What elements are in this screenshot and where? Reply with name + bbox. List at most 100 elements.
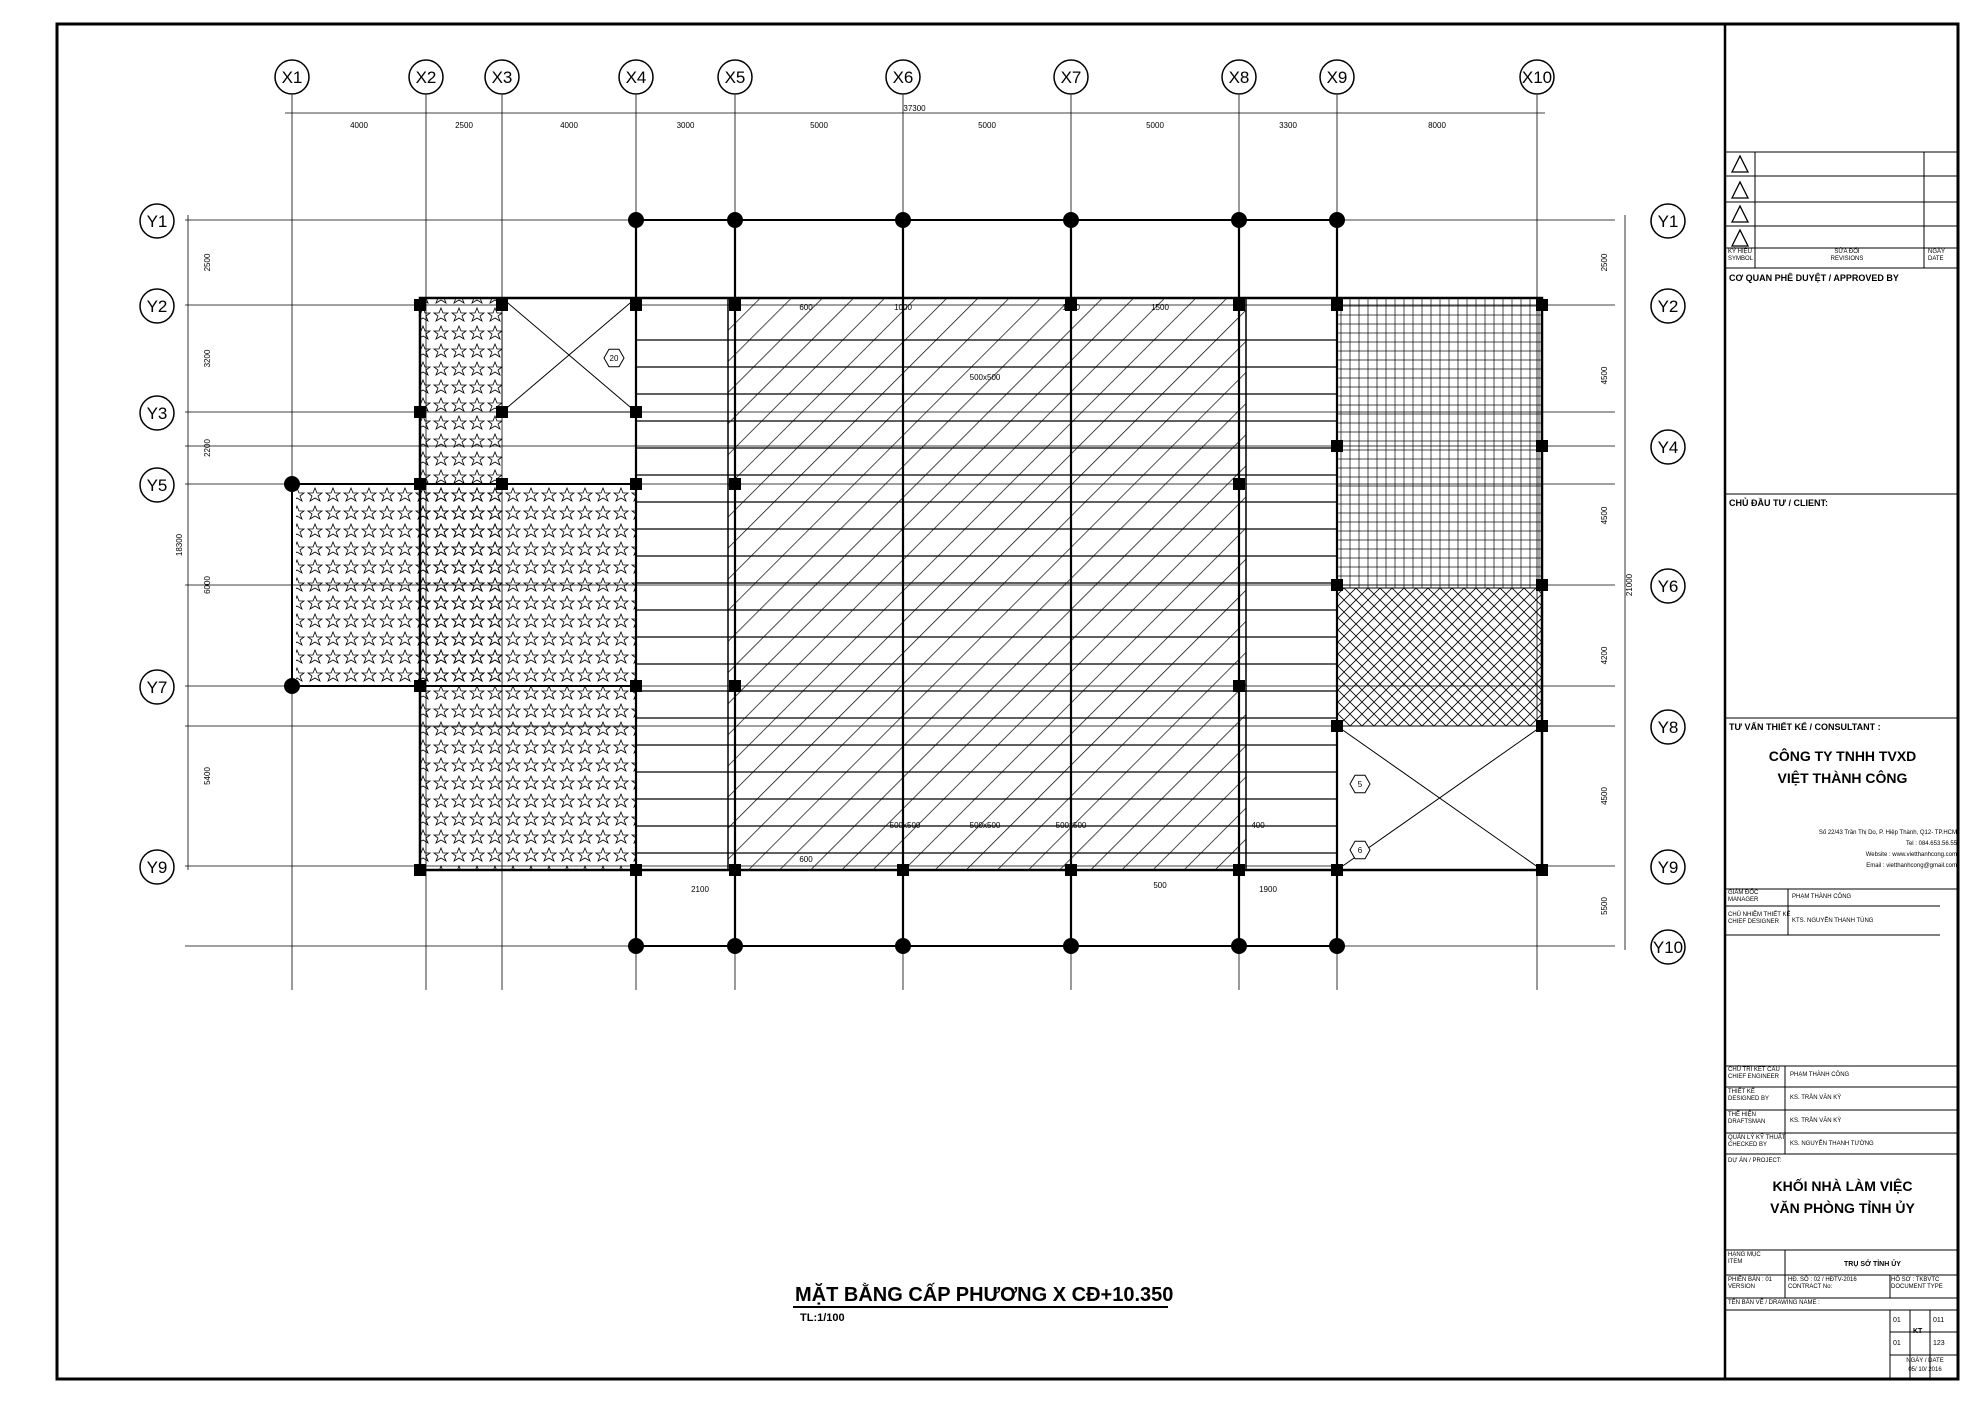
- column-round: [628, 212, 644, 228]
- grid-bubble: [1650, 709, 1686, 745]
- dim-annotation: 1500: [1151, 303, 1169, 312]
- rev-revisions-label: SỬA ĐỔI REVISIONS: [1830, 249, 1864, 262]
- dim-total-left: 18300: [175, 533, 184, 556]
- hex-tag: [603, 348, 625, 368]
- manager-name: PHẠM THÀNH CÔNG: [1792, 894, 1852, 900]
- grid-bubble: [717, 59, 753, 95]
- grid-bubble: [1650, 849, 1686, 885]
- grid-bubble-label: X1: [282, 68, 303, 87]
- grid-bubble: [139, 669, 175, 705]
- column-round: [284, 678, 300, 694]
- sheet-border: [55, 22, 1960, 1381]
- grid-bubble: [408, 59, 444, 95]
- grid-bubble-label: Y10: [1653, 938, 1683, 957]
- column-square: [729, 864, 741, 876]
- dim-text: 2500: [203, 253, 212, 271]
- dim-annotation: 400: [1251, 821, 1265, 830]
- grid-bubble-label: X8: [1229, 68, 1250, 87]
- hex-tag-label: 6: [1358, 846, 1363, 855]
- company-website: Website : www.vietthanhcong.com: [1865, 852, 1957, 858]
- grid-bubble: [1650, 203, 1686, 239]
- grid-bubble-label: Y2: [1658, 297, 1679, 316]
- hex-tag-label: 20: [610, 354, 619, 363]
- column-round: [1329, 938, 1345, 954]
- crosshatch-zone: [1336, 587, 1543, 727]
- column-round: [895, 212, 911, 228]
- consultant-label: TƯ VẤN THIẾT KẾ / CONSULTANT :: [1729, 722, 1881, 732]
- hex-tag-label: 5: [1358, 780, 1363, 789]
- version-label: PHIÊN BẢN : 01 VERSION: [1728, 1277, 1773, 1290]
- column-square: [414, 864, 426, 876]
- column-square: [1233, 299, 1245, 311]
- grid-bubble-label: Y1: [147, 212, 168, 231]
- column-square: [1331, 864, 1343, 876]
- grid-bubble: [1221, 59, 1257, 95]
- grid-bubble: [1053, 59, 1089, 95]
- grid-bubble-label: Y6: [1658, 577, 1679, 596]
- drawing-title: MẶT BẰNG CẤP PHƯƠNG X CĐ+10.350: [795, 1282, 1173, 1306]
- dim-text: 5000: [1146, 121, 1164, 130]
- hex-tag: [1349, 774, 1371, 794]
- dim-text: 2200: [203, 439, 212, 457]
- dim-annotation: 500x500: [890, 821, 921, 830]
- column-square: [729, 680, 741, 692]
- star-pattern-zone: [502, 484, 636, 870]
- column-square: [630, 299, 642, 311]
- dim-annotation: 600: [799, 855, 813, 864]
- column-square: [496, 478, 508, 490]
- column-square: [1331, 440, 1343, 452]
- grid-bubble-label: Y4: [1658, 438, 1679, 457]
- grid-bubble-label: Y2: [147, 297, 168, 316]
- column-square: [496, 406, 508, 418]
- dim-annotation: 600: [799, 303, 813, 312]
- column-square: [1536, 720, 1548, 732]
- grid-bubble: [484, 59, 520, 95]
- void-cross: [1336, 725, 1543, 871]
- document-type-label: HỒ SƠ : TKBVTC DOCUMENT TYPE: [1891, 1277, 1943, 1290]
- date-value: 05/ 10/ 2016: [1908, 1367, 1942, 1373]
- item-label: HẠNG MỤC ITEM: [1728, 1252, 1761, 1265]
- column-square: [729, 478, 741, 490]
- column-square: [1331, 579, 1343, 591]
- grid-bubble: [1519, 59, 1555, 95]
- column-round: [628, 938, 644, 954]
- dim-text: 4500: [1600, 787, 1609, 805]
- grid-bubble: [139, 467, 175, 503]
- column-square: [1065, 299, 1077, 311]
- checked-name: KS. NGUYỄN THANH TƯỜNG: [1790, 1141, 1874, 1147]
- revision-triangles: [1730, 154, 1750, 247]
- column-round: [1329, 212, 1345, 228]
- chief-designer-label: CHỦ NHIỆM THIẾT KẾ CHIEF DESIGNER: [1728, 912, 1791, 925]
- chief-engineer-label: CHỦ TRÌ KẾT CẤU CHIEF ENGINEER: [1728, 1067, 1780, 1080]
- dim-text: 4500: [1600, 506, 1609, 524]
- company-tel: Tel : 084.653.56.55: [1905, 841, 1957, 847]
- project-line1: KHỐI NHÀ LÀM VIỆC: [1772, 1178, 1913, 1194]
- dim-text: 4000: [350, 121, 368, 130]
- company-email: Email : vietthanhcong@gmail.com: [1866, 863, 1957, 869]
- dim-text: 3000: [677, 121, 695, 130]
- dim-annotation: 1000: [894, 303, 912, 312]
- chief-designer-name: KTS. NGUYỄN THANH TÙNG: [1792, 918, 1874, 924]
- column-round: [1063, 212, 1079, 228]
- rev-symbol-label: KÝ HIỆU SYMBOL: [1728, 249, 1754, 262]
- beam-lines: [291, 219, 1544, 947]
- column-square: [1536, 440, 1548, 452]
- grid-bubble: [1650, 568, 1686, 604]
- client-label: CHỦ ĐẦU TƯ / CLIENT:: [1729, 498, 1828, 508]
- column-square: [1233, 680, 1245, 692]
- column-round: [284, 476, 300, 492]
- dim-text: 5400: [203, 767, 212, 785]
- dim-text: 5500: [1600, 897, 1609, 915]
- grid-bubble-label: X4: [626, 68, 647, 87]
- approved-by-label: CƠ QUAN PHÊ DUYỆT / APPROVED BY: [1729, 273, 1899, 283]
- grid-bubble-label: X6: [893, 68, 914, 87]
- dim-total-right: 21000: [1625, 573, 1634, 596]
- drafted-name: KS. TRẦN VĂN KỲ: [1790, 1118, 1842, 1124]
- dim-text: 2500: [1600, 253, 1609, 271]
- dim-text: 5000: [978, 121, 996, 130]
- column-round: [1231, 212, 1247, 228]
